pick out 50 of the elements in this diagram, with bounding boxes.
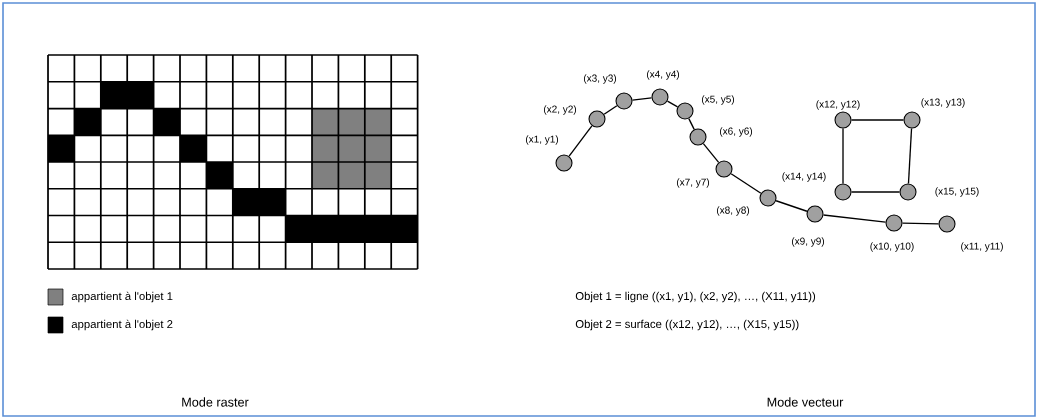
connector-line <box>907 127 913 185</box>
coordinate-label: (x6, y6) <box>719 127 753 137</box>
connector-line <box>730 173 762 194</box>
coordinate-label: (x11, y11) <box>961 242 1003 252</box>
coordinate-label: (x2, y2) <box>543 105 577 115</box>
coordinate-label: (x12, y12) <box>816 100 860 110</box>
connector-line <box>631 97 653 101</box>
coordinate-label: (x5, y5) <box>701 95 735 105</box>
point-marker <box>806 205 824 223</box>
point-marker <box>759 189 777 207</box>
connector-line <box>603 105 618 115</box>
connector-line <box>666 100 679 108</box>
connector-line <box>688 117 695 131</box>
point-marker <box>555 154 573 172</box>
connector-line <box>901 222 940 225</box>
point-marker <box>834 111 852 129</box>
point-marker <box>689 128 707 146</box>
connector-line <box>822 214 887 223</box>
coordinate-label: (x14, y14) <box>782 172 826 182</box>
point-marker <box>651 88 669 106</box>
object-definition: Objet 1 = ligne ((x1, y1), (x2, y2), …, (X11, y11)) <box>575 291 816 303</box>
point-marker <box>676 102 694 120</box>
connector-line <box>842 127 844 185</box>
point-marker <box>588 110 606 128</box>
point-marker <box>885 214 903 232</box>
coordinate-label: (x7, y7) <box>676 178 710 188</box>
coordinate-label: (x8, y8) <box>716 206 750 216</box>
coordinate-label: (x1, y1) <box>525 135 559 145</box>
connector-line <box>850 119 905 121</box>
coordinate-label: (x13, y13) <box>921 98 965 108</box>
connector-line <box>702 142 720 164</box>
point-marker <box>834 183 852 201</box>
legend-label: appartient à l'objet 1 <box>71 291 173 303</box>
legend-label: appartient à l'objet 2 <box>71 319 173 331</box>
point-marker <box>715 160 733 178</box>
connector-line <box>568 125 593 157</box>
coordinate-label: (x15, y15) <box>935 187 979 197</box>
point-marker <box>938 215 956 233</box>
coordinate-label: (x10, y10) <box>870 242 914 252</box>
coordinate-label: (x4, y4) <box>646 70 680 80</box>
point-marker <box>615 92 633 110</box>
point-marker <box>899 183 917 201</box>
point-marker <box>903 111 921 129</box>
object-definition: Objet 2 = surface ((x12, y12), …, (X15, y15)) <box>575 319 799 331</box>
panel-caption: Mode raster <box>182 397 249 407</box>
coordinate-label: (x3, y3) <box>583 74 617 84</box>
connector-line <box>775 200 808 212</box>
panel-caption: Mode vecteur <box>767 397 844 407</box>
connector-line <box>850 191 901 193</box>
coordinate-label: (x9, y9) <box>791 237 825 247</box>
